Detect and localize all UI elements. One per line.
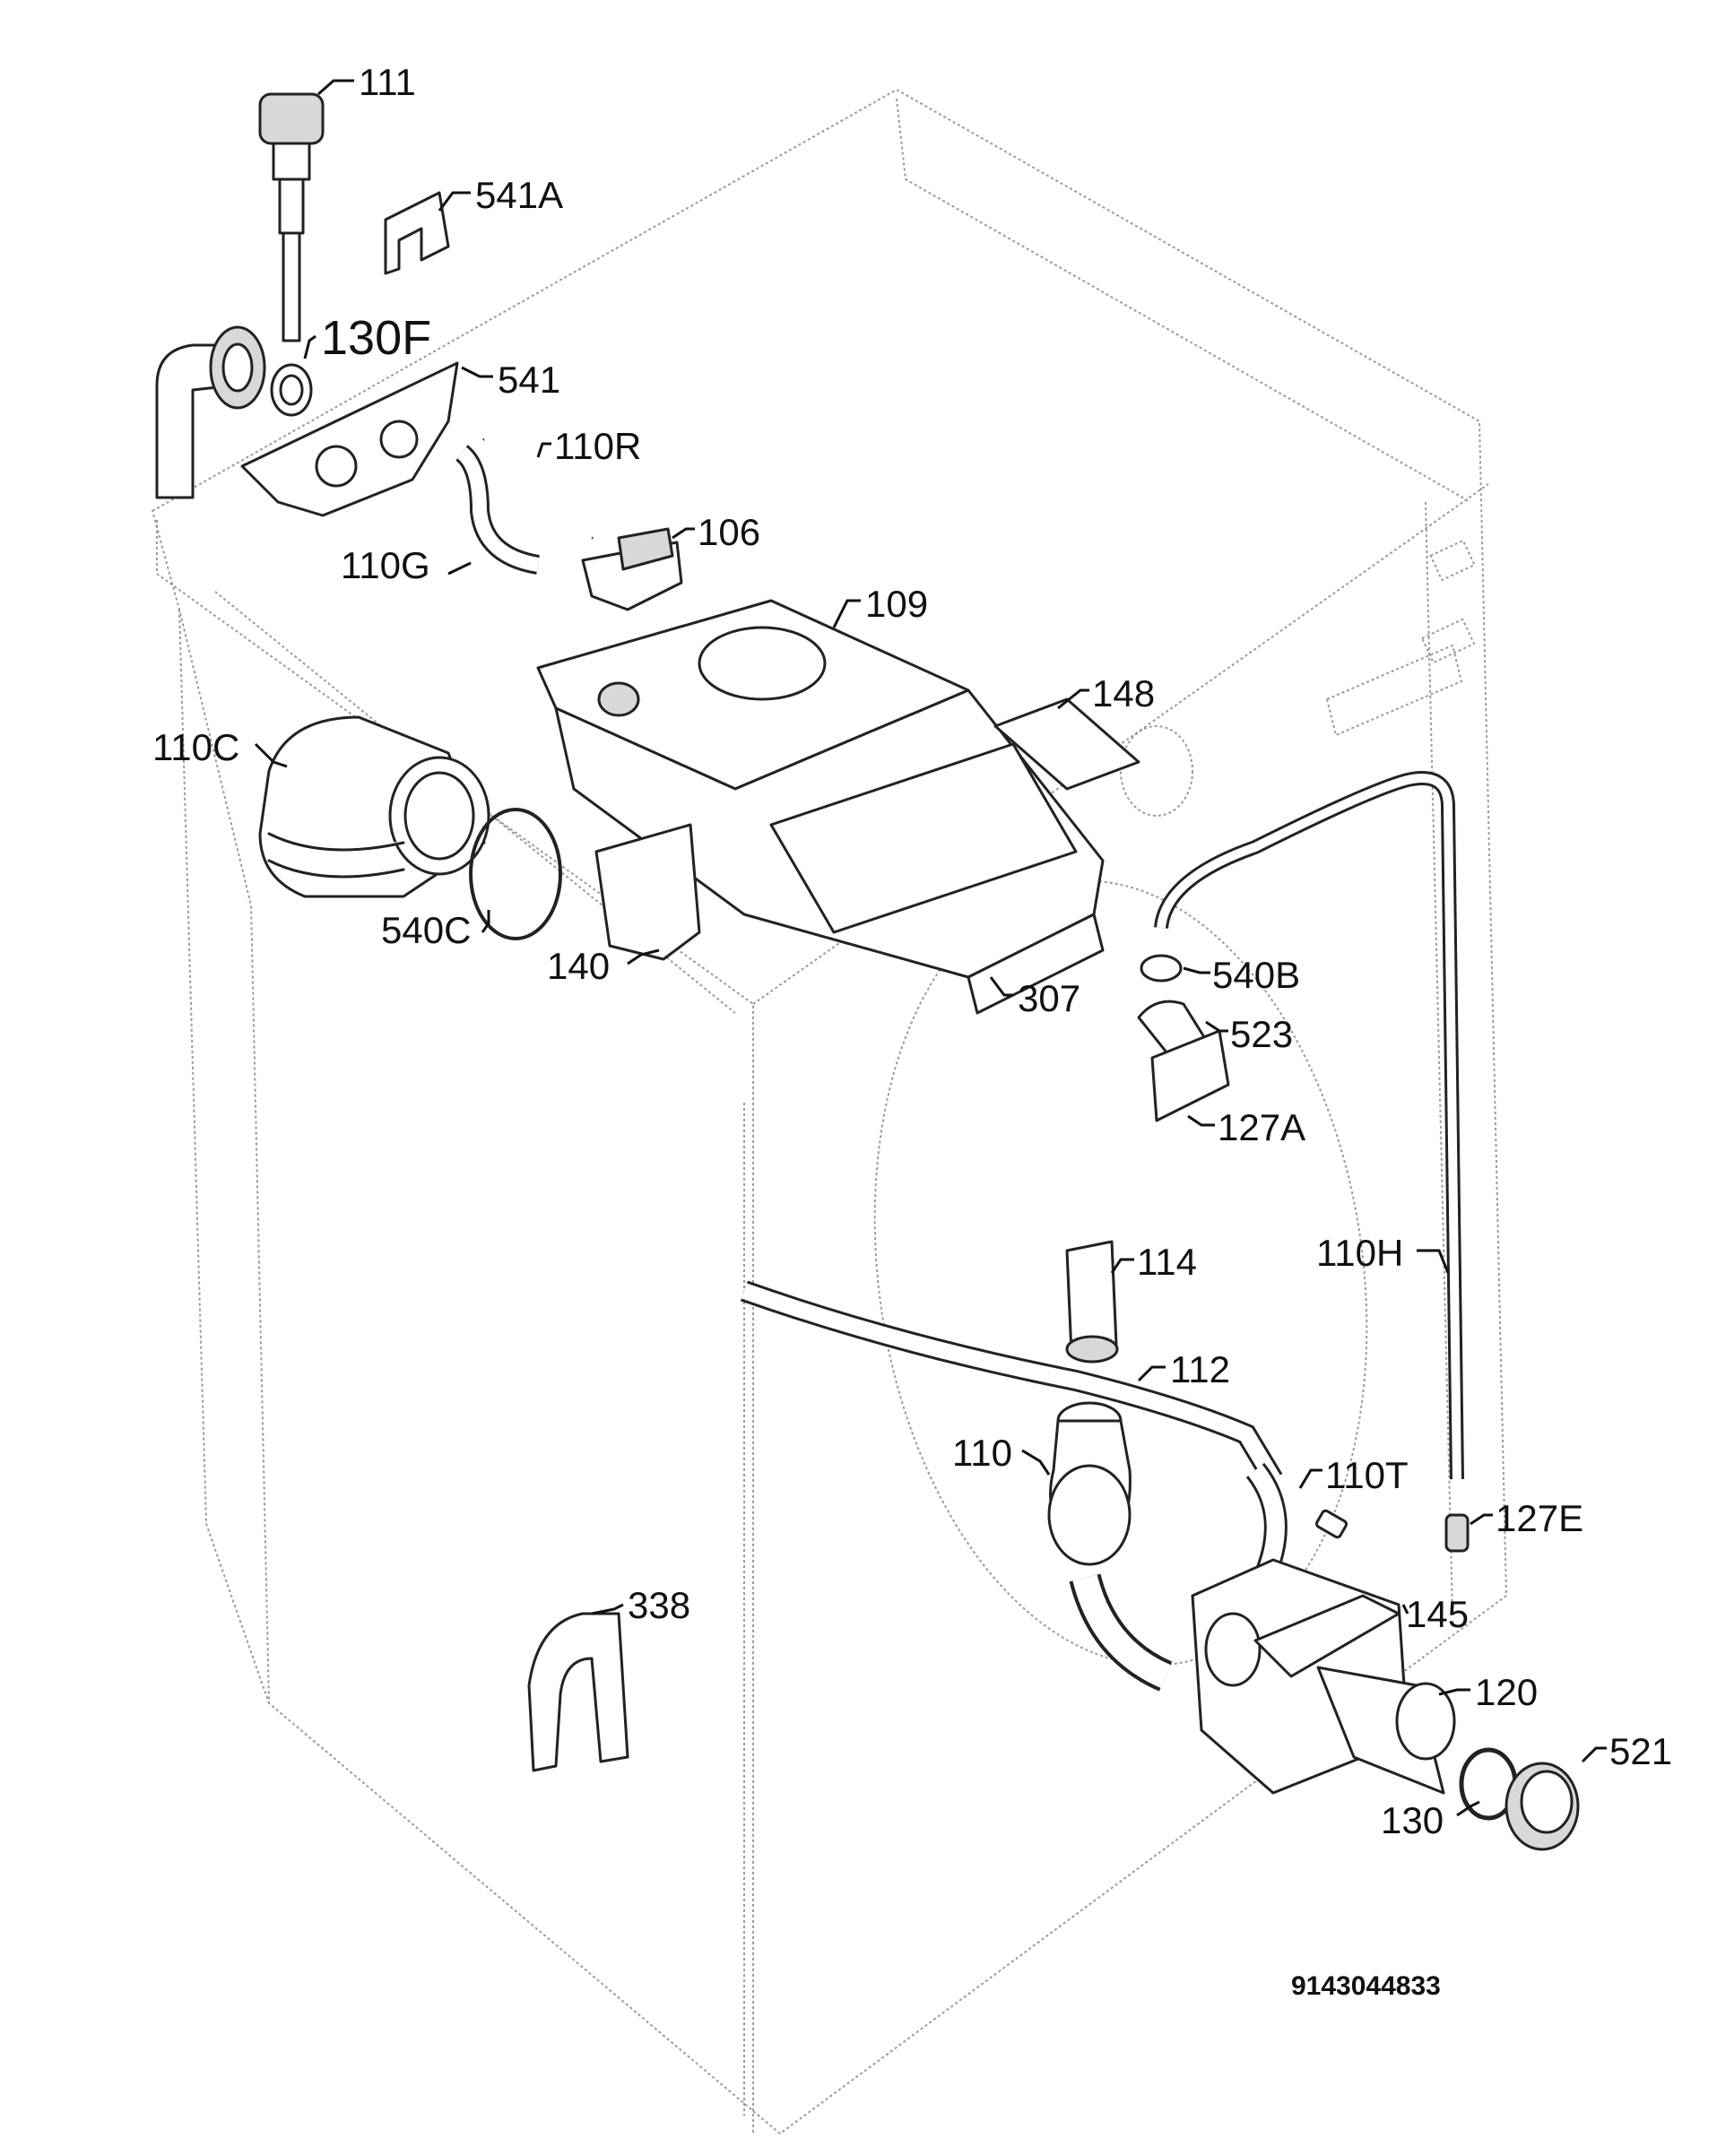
- part-540C-clamp: [469, 808, 562, 940]
- callout-110T: 110T: [1325, 1454, 1409, 1496]
- callout-127A: 127A: [1218, 1106, 1305, 1148]
- callout-labels: 111 541A 130F 541 110R 106 110G 109 148 …: [152, 61, 1672, 2001]
- callout-130F: 130F: [321, 311, 431, 365]
- callout-106: 106: [698, 511, 760, 553]
- part-110R-hose: [481, 428, 594, 545]
- callout-140: 140: [547, 945, 610, 987]
- callout-111: 111: [359, 61, 416, 103]
- callout-307: 307: [1018, 977, 1080, 1019]
- part-127E-connector: [1444, 1513, 1470, 1553]
- callout-110R: 110R: [554, 425, 641, 467]
- part-109-dispenser-top: [536, 599, 970, 791]
- part-541-rear-plate: [240, 361, 459, 517]
- callout-110H: 110H: [1316, 1232, 1403, 1274]
- callout-109: 109: [865, 583, 928, 625]
- part-140-bracket: [594, 823, 701, 961]
- callout-114: 114: [1137, 1241, 1197, 1283]
- part-110G-hose: [455, 445, 541, 575]
- callout-521: 521: [1609, 1730, 1672, 1772]
- part-110-drain-pipe: [1047, 1401, 1173, 1692]
- part-307-dispenser-housing: [554, 688, 1105, 1015]
- leader-lines: [254, 79, 1607, 1817]
- callout-127E: 127E: [1496, 1497, 1583, 1539]
- part-111-inlet-hose: [258, 92, 325, 342]
- callout-541: 541: [498, 359, 560, 401]
- callout-541A: 541A: [475, 174, 563, 216]
- callout-120: 120: [1475, 1671, 1538, 1713]
- callout-148: 148: [1092, 672, 1155, 714]
- callout-110: 110: [952, 1432, 1012, 1474]
- part-110H-hose: [1154, 771, 1464, 1480]
- callout-110G: 110G: [341, 544, 430, 586]
- elbow-connector: [155, 325, 266, 499]
- part-120-filter: [1316, 1666, 1456, 1795]
- callout-338: 338: [628, 1584, 690, 1626]
- part-106-valve: [581, 527, 683, 611]
- callout-540C: 540C: [381, 909, 471, 951]
- callout-110C: 110C: [152, 726, 239, 768]
- callout-112: 112: [1170, 1348, 1230, 1390]
- part-127A-cover: [1150, 1029, 1230, 1122]
- reference-number: 9143044833: [1291, 1971, 1441, 2001]
- part-541A-clip: [384, 191, 450, 275]
- part-521-cap: [1505, 1762, 1580, 1851]
- callout-540B: 540B: [1212, 954, 1300, 996]
- callout-145: 145: [1406, 1593, 1469, 1635]
- part-110C-bellows: [258, 715, 490, 898]
- part-114-sleeve: [1065, 1240, 1119, 1364]
- part-148-plate: [993, 697, 1140, 791]
- callout-523: 523: [1230, 1013, 1293, 1055]
- part-112-hose: [741, 1280, 1283, 1485]
- callout-130: 130: [1381, 1799, 1444, 1841]
- part-130F-seal: [270, 363, 313, 417]
- part-338-bracket: [527, 1612, 629, 1772]
- part-540B-clip: [1140, 954, 1183, 983]
